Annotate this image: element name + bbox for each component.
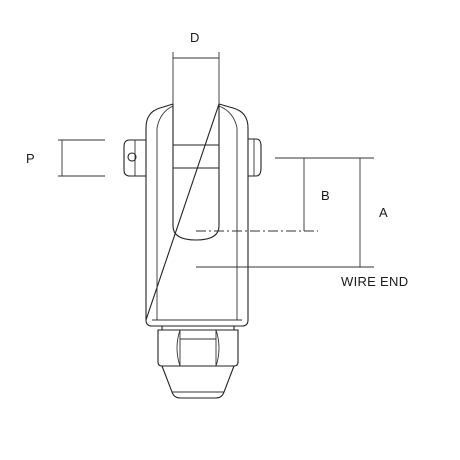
pin-end <box>248 138 262 177</box>
dimension-a-label: A <box>379 205 388 220</box>
dimension-d-label: D <box>190 30 200 45</box>
dimension-p <box>58 139 105 177</box>
ferrule-nut <box>157 326 239 399</box>
wire-end-label: WIRE END <box>341 274 409 289</box>
dimension-p-label: P <box>26 151 35 166</box>
dimension-b <box>196 157 320 232</box>
dimension-d <box>172 52 220 104</box>
pin-head <box>123 139 146 177</box>
cotter-hole-icon <box>127 152 137 162</box>
dimension-b-label: B <box>321 188 330 203</box>
socket-body <box>145 103 249 327</box>
dimension-a <box>196 157 374 268</box>
